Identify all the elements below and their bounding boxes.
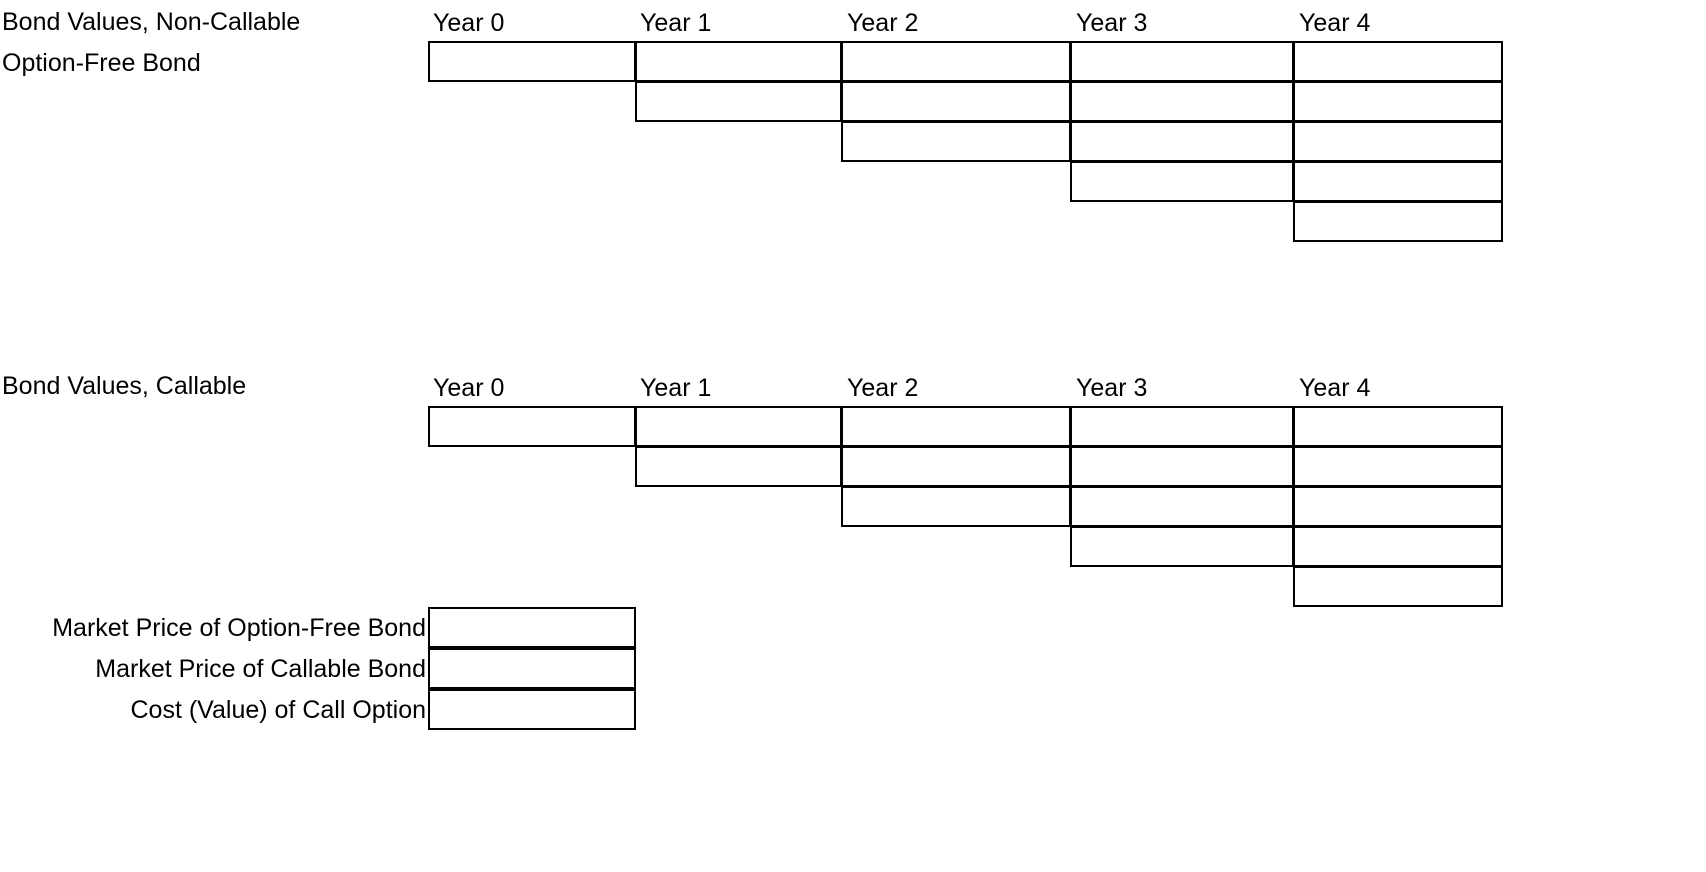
lattice-cell[interactable] bbox=[841, 121, 1071, 162]
year-header-0: Year 0 bbox=[433, 9, 505, 37]
lattice-cell[interactable] bbox=[428, 406, 636, 447]
lattice-cell[interactable] bbox=[1293, 201, 1503, 242]
summary-label-market-price-callable-bond: Market Price of Callable Bond bbox=[95, 655, 426, 683]
lattice-cell[interactable] bbox=[1293, 121, 1503, 162]
lattice-cell[interactable] bbox=[1070, 161, 1294, 202]
year-header-4: Year 4 bbox=[1299, 374, 1371, 402]
lattice-cell[interactable] bbox=[1293, 526, 1503, 567]
summary-input-cost-value-of-call-option[interactable] bbox=[428, 689, 636, 730]
lattice-cell[interactable] bbox=[1293, 81, 1503, 122]
lattice-cell[interactable] bbox=[1070, 446, 1294, 487]
lattice-cell[interactable] bbox=[1070, 406, 1294, 447]
lattice-cell[interactable] bbox=[1293, 446, 1503, 487]
year-header-3: Year 3 bbox=[1076, 9, 1148, 37]
lattice-cell[interactable] bbox=[1070, 526, 1294, 567]
summary-input-market-price-option-free-bond[interactable] bbox=[428, 607, 636, 648]
year-header-2: Year 2 bbox=[847, 374, 919, 402]
year-header-1: Year 1 bbox=[640, 9, 712, 37]
year-header-1: Year 1 bbox=[640, 374, 712, 402]
section-title-line-1: Bond Values, Non-Callable bbox=[2, 8, 301, 36]
summary-input-market-price-callable-bond[interactable] bbox=[428, 648, 636, 689]
lattice-cell[interactable] bbox=[635, 406, 842, 447]
lattice-cell[interactable] bbox=[841, 81, 1071, 122]
lattice-cell[interactable] bbox=[1070, 121, 1294, 162]
lattice-cell[interactable] bbox=[841, 406, 1071, 447]
lattice-cell[interactable] bbox=[1293, 406, 1503, 447]
lattice-cell[interactable] bbox=[1293, 486, 1503, 527]
year-header-3: Year 3 bbox=[1076, 374, 1148, 402]
lattice-cell[interactable] bbox=[635, 41, 842, 82]
lattice-cell[interactable] bbox=[1293, 566, 1503, 607]
lattice-cell[interactable] bbox=[1293, 161, 1503, 202]
summary-label-market-price-option-free-bond: Market Price of Option-Free Bond bbox=[52, 614, 426, 642]
lattice-cell[interactable] bbox=[841, 446, 1071, 487]
lattice-cell[interactable] bbox=[1070, 486, 1294, 527]
lattice-cell[interactable] bbox=[1293, 41, 1503, 82]
year-header-2: Year 2 bbox=[847, 9, 919, 37]
summary-label-cost-value-of-call-option: Cost (Value) of Call Option bbox=[130, 696, 427, 724]
section-title-line-1: Bond Values, Callable bbox=[2, 372, 247, 400]
year-header-0: Year 0 bbox=[433, 374, 505, 402]
lattice-cell[interactable] bbox=[1070, 41, 1294, 82]
lattice-cell[interactable] bbox=[841, 41, 1071, 82]
lattice-cell[interactable] bbox=[428, 41, 636, 82]
lattice-cell[interactable] bbox=[635, 446, 842, 487]
lattice-cell[interactable] bbox=[1070, 81, 1294, 122]
section-title-line-2: Option-Free Bond bbox=[2, 49, 201, 77]
lattice-cell[interactable] bbox=[841, 486, 1071, 527]
lattice-cell[interactable] bbox=[635, 81, 842, 122]
year-header-4: Year 4 bbox=[1299, 9, 1371, 37]
